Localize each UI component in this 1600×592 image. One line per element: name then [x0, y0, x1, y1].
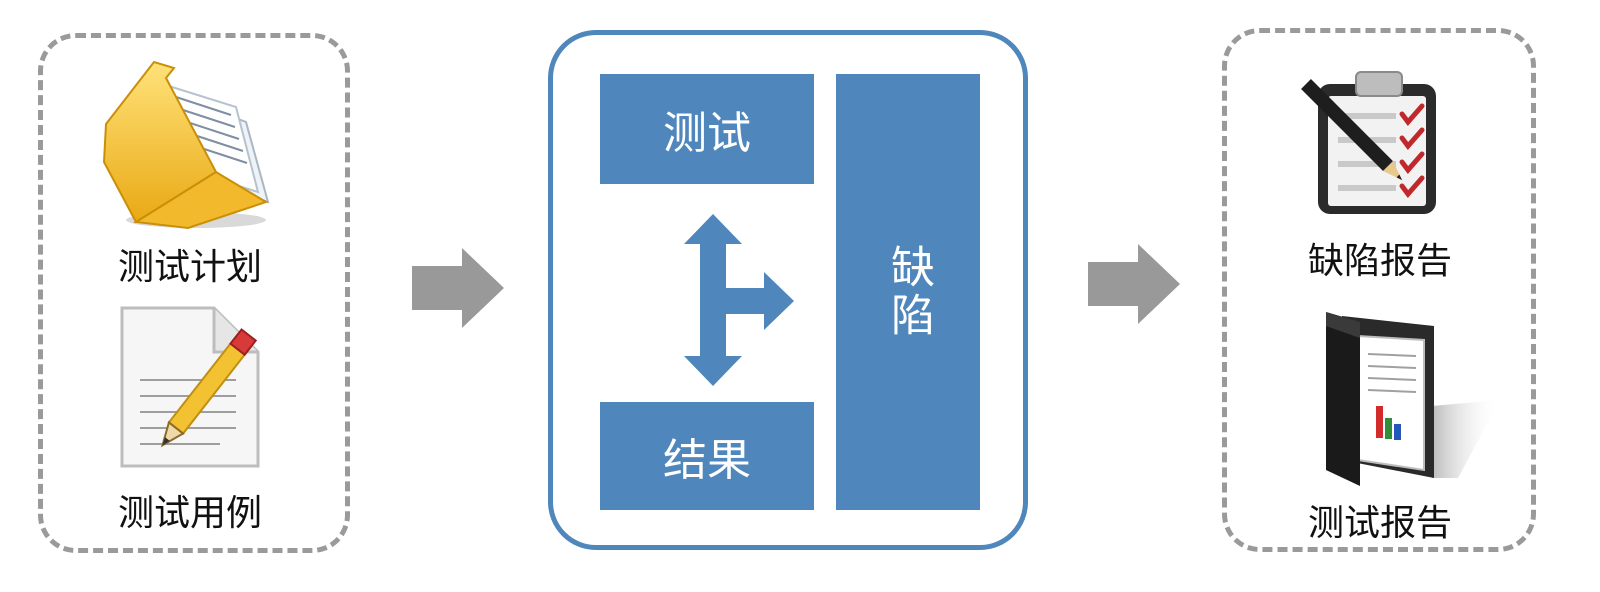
test-case-label: 测试用例: [117, 493, 262, 534]
gray-right-arrow-icon: [1088, 244, 1180, 324]
report-folder-chart-icon: [1326, 312, 1500, 486]
test-box: 测试: [600, 74, 814, 184]
defect-box-label: 缺陷: [883, 244, 934, 340]
test-report-label: 测试报告: [1307, 503, 1452, 544]
three-way-arrow-icon: [684, 214, 794, 386]
gray-right-arrow-icon: [412, 248, 504, 328]
result-box: 结果: [600, 402, 814, 510]
test-box-label: 测试: [663, 108, 751, 159]
defect-box: 缺陷: [836, 74, 980, 510]
outputs-panel: [1222, 28, 1536, 552]
result-box-label: 结果: [663, 435, 751, 486]
checklist-clipboard-icon: [1301, 71, 1436, 214]
document-pencil-icon: [120, 306, 260, 468]
test-plan-label: 测试计划: [117, 247, 262, 288]
defect-report-label: 缺陷报告: [1307, 241, 1452, 282]
folder-documents-icon: [102, 60, 270, 230]
inputs-panel: [38, 33, 350, 553]
